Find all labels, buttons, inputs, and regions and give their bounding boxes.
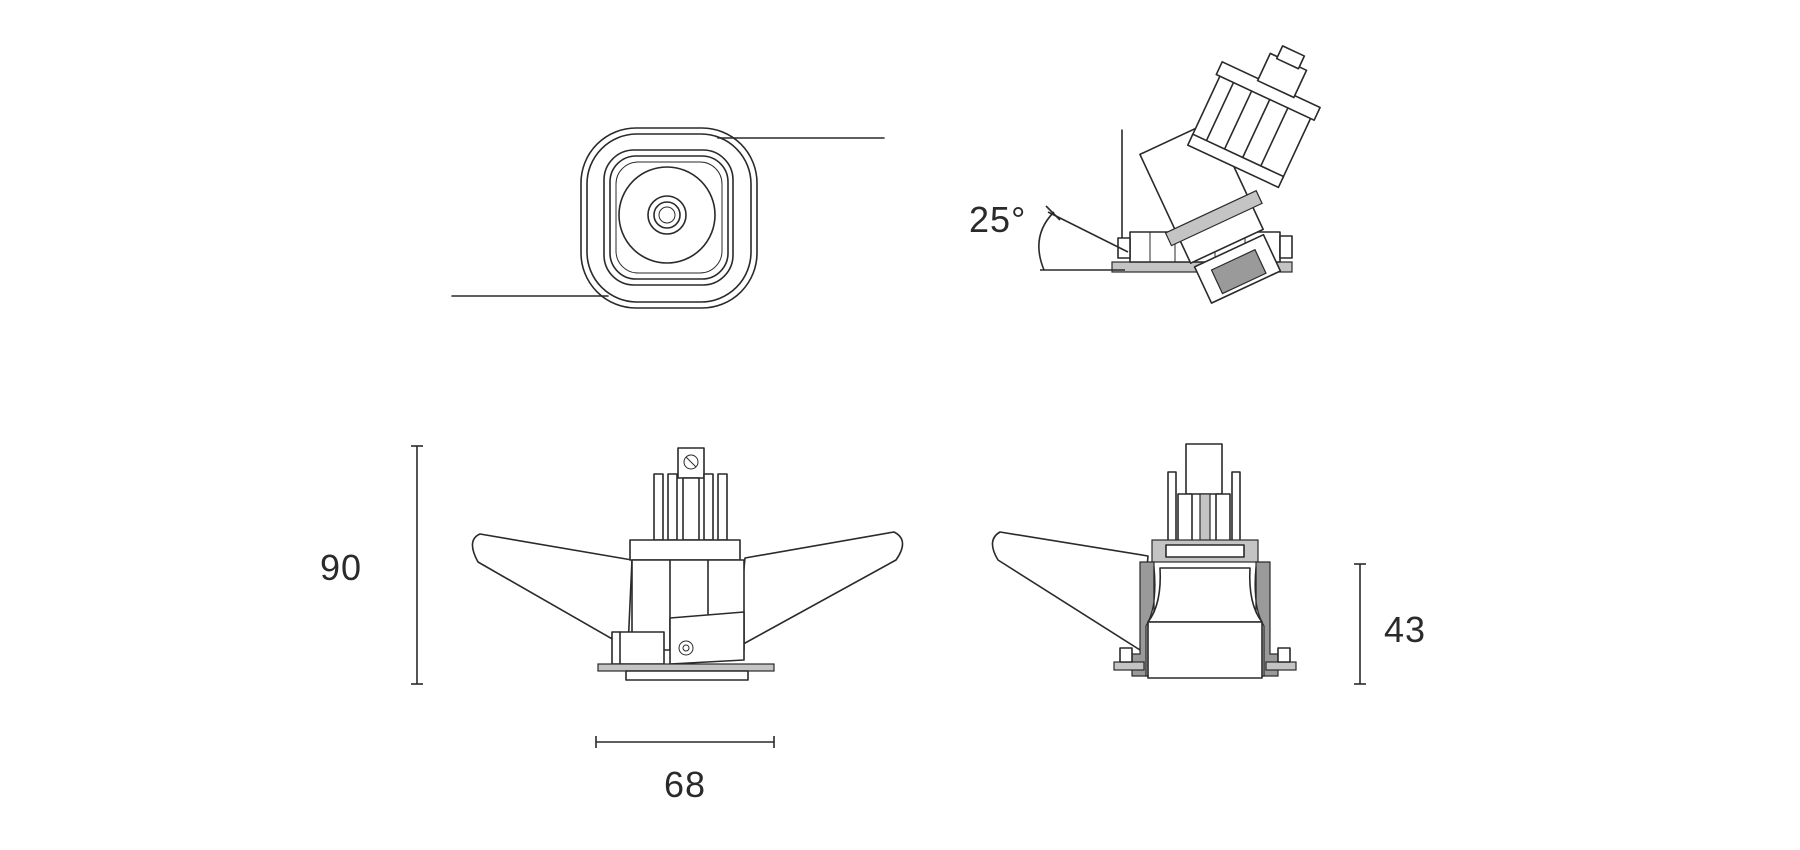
section-view: 43 xyxy=(991,443,1426,685)
side-view-tilted: 25° xyxy=(969,45,1321,304)
tilt-angle-label: 25° xyxy=(969,199,1026,240)
top-view xyxy=(451,127,885,309)
recess-depth-label: 43 xyxy=(1384,609,1426,650)
overall-height-label: 90 xyxy=(320,547,362,588)
front-view: 90 68 xyxy=(320,445,904,805)
trim-width-label: 68 xyxy=(664,764,706,805)
